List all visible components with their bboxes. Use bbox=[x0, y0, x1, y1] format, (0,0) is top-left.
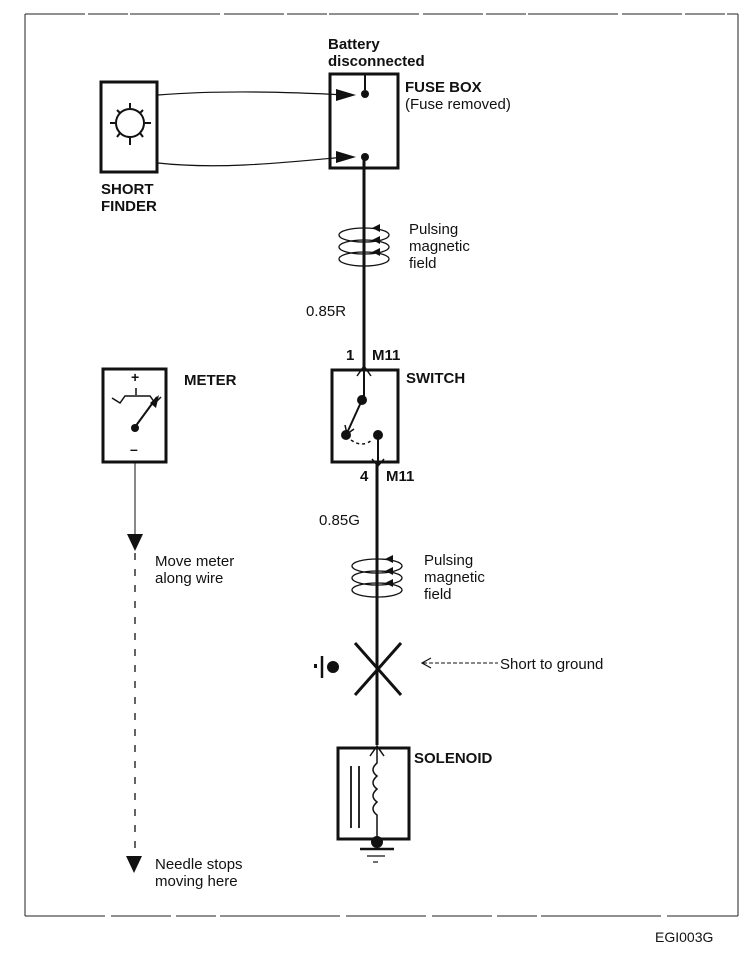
move-meter-note: Move meter along wire bbox=[155, 553, 235, 587]
lamp-icon bbox=[110, 103, 151, 145]
magnetic-field-icon bbox=[338, 227, 390, 267]
magnetic-field-label-2: Pulsing magnetic field bbox=[424, 552, 485, 603]
move-meter-arrow-icon bbox=[127, 534, 143, 551]
fuse-box-note: (Fuse removed) bbox=[405, 96, 511, 113]
switch-bottom-connector: M11 bbox=[386, 468, 415, 485]
switch-top-pin: 1 bbox=[346, 347, 355, 364]
field-arrow-icons bbox=[372, 224, 380, 256]
meter-label: METER bbox=[184, 372, 237, 389]
wire-spec-lower: 0.85G bbox=[319, 512, 360, 529]
magnetic-field-label: Pulsing magnetic field bbox=[409, 221, 470, 272]
short-finder-label: SHORT FINDER bbox=[101, 181, 157, 215]
switch-bottom-pin: 4 bbox=[360, 468, 369, 485]
solenoid-label: SOLENOID bbox=[414, 750, 493, 767]
short-finder-box bbox=[99, 80, 159, 174]
meter-plus: + bbox=[131, 369, 140, 385]
field-arrow-icons-2 bbox=[385, 555, 393, 587]
magnetic-field-icon-2 bbox=[351, 558, 403, 598]
fuse-box-label: FUSE BOX bbox=[405, 79, 482, 96]
short-to-ground-marker bbox=[353, 642, 403, 696]
short-finder-leads bbox=[157, 91, 346, 167]
needle-stop-arrow-icon bbox=[126, 856, 142, 873]
short-to-ground-arrow bbox=[420, 657, 498, 669]
battery-disconnected-note: Battery disconnected bbox=[328, 36, 425, 70]
switch-box bbox=[330, 364, 400, 468]
short-to-ground-label: Short to ground bbox=[500, 656, 604, 673]
figure-id-code: EGI003G bbox=[655, 929, 714, 945]
switch-label: SWITCH bbox=[406, 370, 466, 387]
meter-minus: – bbox=[130, 441, 138, 457]
figure-frame bbox=[24, 13, 739, 917]
solenoid-box bbox=[336, 744, 411, 863]
meter-needle-icon bbox=[111, 388, 162, 428]
switch-top-connector: M11 bbox=[372, 347, 401, 364]
needle-stops-note: Needle stops moving here bbox=[155, 856, 243, 890]
ground-symbol-icon bbox=[314, 656, 339, 678]
wire-spec-upper: 0.85R bbox=[306, 303, 347, 320]
lead-arrowheads bbox=[336, 89, 356, 163]
